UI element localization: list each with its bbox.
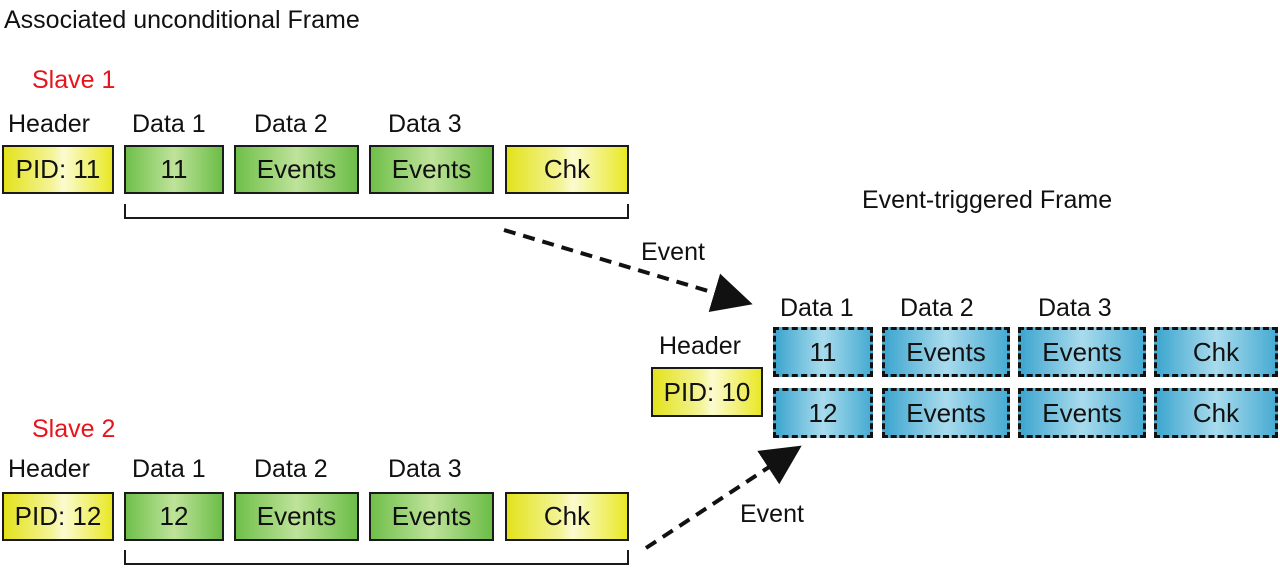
slave-2-payload-bracket [124, 550, 629, 565]
event-pid-field: PID: 10 [651, 367, 763, 417]
slave-2-checksum-field: Chk [505, 492, 629, 541]
slave-2-data1-field: 12 [124, 492, 224, 541]
slave-1-checksum-field: Chk [505, 145, 629, 194]
slave-1-label: Slave 1 [32, 66, 116, 94]
slave-2-data1-label: Data 1 [132, 455, 206, 483]
slave-1-data1-field: 11 [124, 145, 224, 194]
event-row-1-data3: Events [1018, 327, 1146, 377]
event-row-2-data3: Events [1018, 388, 1146, 438]
slave-2-data2-label: Data 2 [254, 455, 328, 483]
slave-1-data3-label: Data 3 [388, 110, 462, 138]
slave-1-event-label: Event [641, 238, 705, 266]
slave-2-pid-field: PID: 12 [2, 492, 114, 541]
event-row-2-data2: Events [882, 388, 1010, 438]
event-data2-label: Data 2 [900, 294, 974, 322]
slave-2-data2-field: Events [234, 492, 359, 541]
diagram-title: Associated unconditional Frame [4, 6, 360, 34]
event-frame-title: Event-triggered Frame [862, 186, 1113, 214]
slave-1-data2-label: Data 2 [254, 110, 328, 138]
slave-2-event-label: Event [740, 500, 804, 528]
event-row-1-data1: 11 [773, 327, 873, 377]
slave-1-event-arrow [503, 228, 753, 313]
slave-1-data1-label: Data 1 [132, 110, 206, 138]
event-row-2-data1: 12 [773, 388, 873, 438]
event-row-2-checksum: Chk [1154, 388, 1278, 438]
event-data3-label: Data 3 [1038, 294, 1112, 322]
slave-1-pid-field: PID: 11 [2, 145, 114, 194]
slave-1-data3-field: Events [369, 145, 494, 194]
event-header-label: Header [659, 332, 741, 360]
slave-2-data3-label: Data 3 [388, 455, 462, 483]
slave-1-payload-bracket [124, 204, 629, 219]
slave-1-header-label: Header [8, 110, 90, 138]
slave-2-data3-field: Events [369, 492, 494, 541]
slave-2-header-label: Header [8, 455, 90, 483]
slave-1-data2-field: Events [234, 145, 359, 194]
event-row-1-data2: Events [882, 327, 1010, 377]
slave-2-label: Slave 2 [32, 415, 116, 443]
event-data1-label: Data 1 [780, 294, 854, 322]
slave-2-event-arrow [644, 445, 802, 550]
event-row-1-checksum: Chk [1154, 327, 1278, 377]
